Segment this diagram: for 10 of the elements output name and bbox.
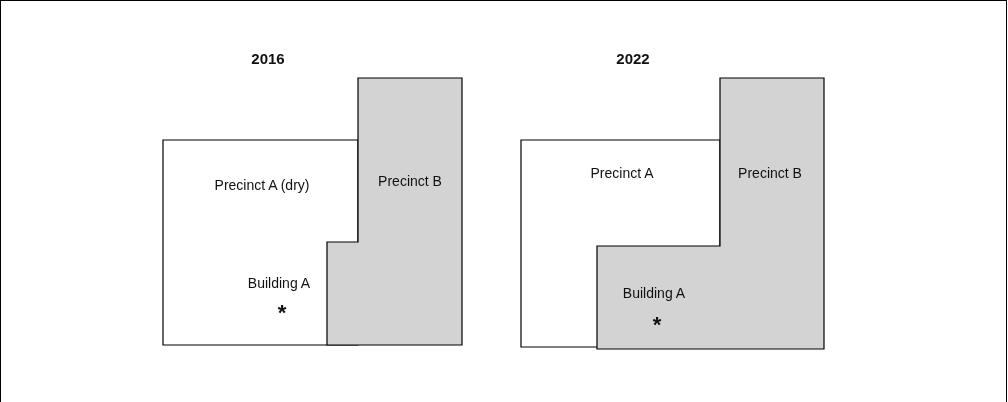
region-label: Precinct A: [590, 165, 654, 181]
region-label: Precinct B: [738, 165, 802, 181]
region-label: Precinct A (dry): [214, 177, 310, 193]
asterisk-marker: *: [277, 300, 287, 326]
year-heading: 2022: [616, 49, 650, 67]
year-heading: 2016: [251, 49, 285, 67]
asterisk-marker: *: [652, 312, 662, 338]
building-label: Building A: [247, 275, 311, 291]
building-label: Building A: [622, 285, 686, 301]
region-label: Precinct B: [378, 173, 442, 189]
